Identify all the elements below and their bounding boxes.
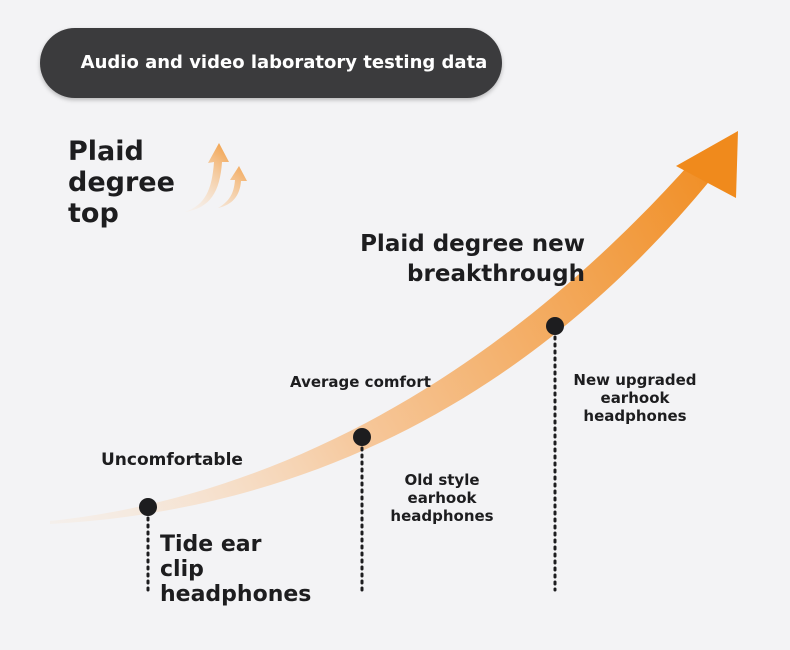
product-label-2: Old style earhook headphones (390, 471, 494, 525)
level-label-2: Average comfort (290, 373, 431, 391)
product-label-3: New upgraded earhook headphones (573, 371, 697, 425)
header-title: Audio and video laboratory testing data (80, 52, 488, 73)
header-pill: Audio and video laboratory testing data (40, 28, 502, 98)
milestone-dot-2 (353, 428, 371, 446)
product-label-1: Tide ear clip headphones (160, 532, 312, 607)
milestone-dot-1 (139, 498, 157, 516)
headline: Plaid degree new breakthrough (360, 231, 585, 287)
level-label-1: Uncomfortable (101, 450, 243, 470)
growth-arrow-head (676, 131, 738, 198)
side-label: Plaid degree top (68, 136, 175, 229)
small-up-arrows-icon (185, 143, 247, 212)
milestone-dot-3 (546, 317, 564, 335)
